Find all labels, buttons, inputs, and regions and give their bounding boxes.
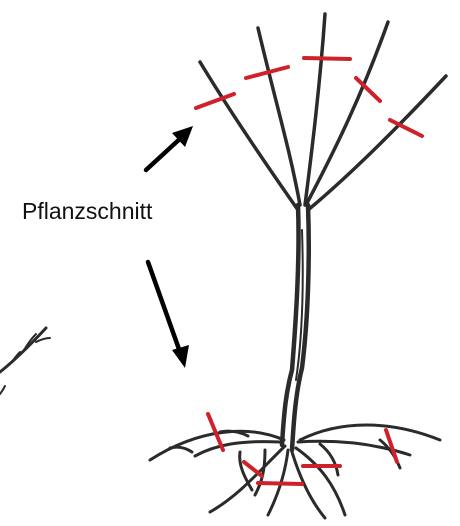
arrows (146, 126, 193, 368)
cut-mark-crown-3 (304, 58, 350, 59)
tree-trunk (282, 205, 309, 450)
small-twig (0, 328, 50, 394)
cut-mark-root-3 (258, 483, 302, 484)
cut-mark-root-2 (244, 462, 262, 476)
tree-crown (200, 14, 446, 210)
branch-left (258, 28, 300, 205)
arrow-up-to-crown (146, 126, 193, 170)
arrow-down-to-roots (148, 262, 189, 368)
root-system (150, 425, 440, 518)
